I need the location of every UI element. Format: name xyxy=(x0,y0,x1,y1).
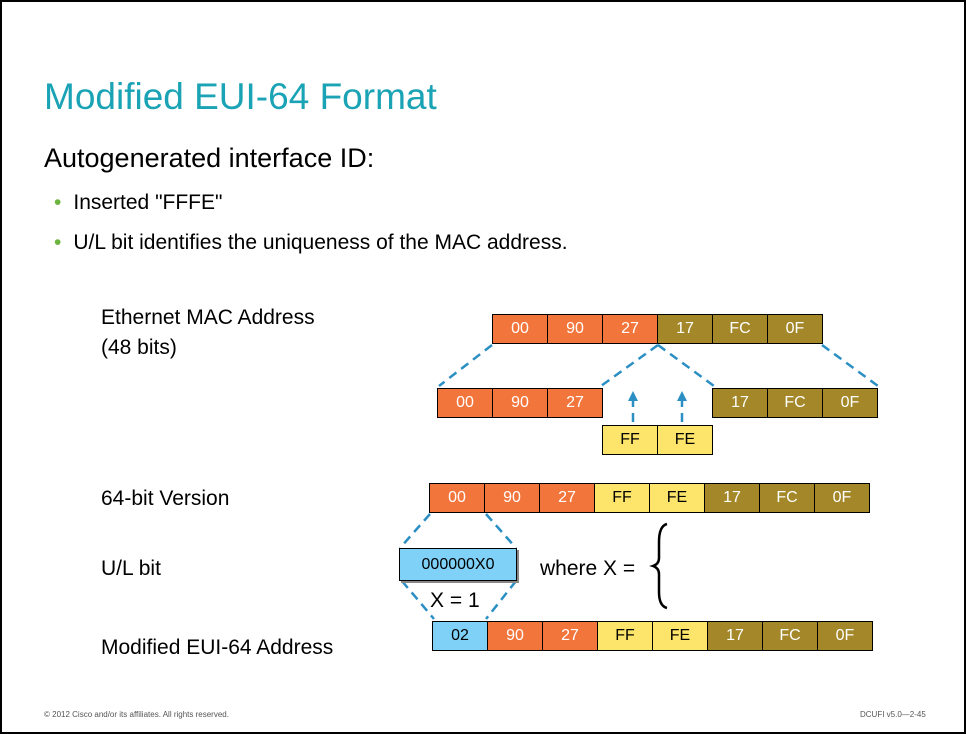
where-x-label: where X = xyxy=(540,557,636,580)
modified-byte-cell: 90 xyxy=(487,621,543,651)
version64-byte-cell: 27 xyxy=(539,483,595,513)
split-oui-byte-cell: 00 xyxy=(437,388,493,418)
mac-byte-cell: FC xyxy=(712,314,768,344)
mac-byte-cell: 0F xyxy=(767,314,823,344)
ul-bit-binary-box: 000000X0 xyxy=(399,548,517,581)
version64-byte-cell: FE xyxy=(649,483,705,513)
bullet-dot-icon: • xyxy=(54,191,62,214)
bullet-item: • U/L bit identifies the uniqueness of th… xyxy=(54,231,568,255)
modified-byte-cell: FC xyxy=(762,621,818,651)
x-value-label: X = 1 xyxy=(430,589,480,612)
split-nic-byte-cell: FC xyxy=(767,388,823,418)
split-oui-byte-cell: 90 xyxy=(492,388,548,418)
zoom-bottom-left-dashed-line xyxy=(401,580,435,620)
zoom-top-right-dashed-line xyxy=(485,513,517,549)
modified-byte-cell: 17 xyxy=(707,621,763,651)
zoom-top-left-dashed-line xyxy=(399,513,431,549)
mac-byte-cell: 90 xyxy=(547,314,603,344)
slide-title: Modified EUI-64 Format xyxy=(44,76,437,117)
zoom-bottom-right-dashed-line xyxy=(485,580,517,620)
course-code-footer: DCUFI v5.0—2-45 xyxy=(860,710,926,719)
version64-byte-cell: 00 xyxy=(429,483,485,513)
mac-byte-cell: 27 xyxy=(602,314,658,344)
version64-byte-cell: 17 xyxy=(704,483,760,513)
version64-byte-cell: FC xyxy=(759,483,815,513)
mac-byte-cell: 17 xyxy=(657,314,713,344)
split-nic-byte-cell: 0F xyxy=(822,388,878,418)
mac-mid-left-dashed-line xyxy=(600,343,659,388)
inserted-byte-cell: FF xyxy=(602,425,658,455)
mac-address-label: Ethernet MAC Address xyxy=(101,306,315,329)
bullet-text: U/L bit identifies the uniqueness of the… xyxy=(73,231,568,254)
version64-byte-cell: 90 xyxy=(484,483,540,513)
modified-byte-cell: 02 xyxy=(432,621,488,651)
version64-byte-cell: 0F xyxy=(814,483,870,513)
modified-byte-cell: 27 xyxy=(542,621,598,651)
mac-byte-cell: 00 xyxy=(492,314,548,344)
ff-arrow-head-icon xyxy=(628,391,638,401)
fe-arrow-head-icon xyxy=(677,391,687,401)
split-nic-byte-cell: 17 xyxy=(712,388,768,418)
curly-brace-icon xyxy=(649,522,668,610)
bullet-dot-icon: • xyxy=(54,231,62,254)
inserted-byte-cell: FE xyxy=(657,425,713,455)
split-oui-byte-cell: 27 xyxy=(547,388,603,418)
ul-bit-label: U/L bit xyxy=(101,557,161,580)
version64-byte-cell: FF xyxy=(594,483,650,513)
modified-byte-cell: FF xyxy=(597,621,653,651)
modified-byte-cell: 0F xyxy=(817,621,873,651)
bullet-item: • Inserted "FFFE" xyxy=(54,191,222,215)
version64-label: 64-bit Version xyxy=(101,487,230,510)
mac-mid-right-dashed-line xyxy=(657,343,715,388)
modified-byte-cell: FE xyxy=(652,621,708,651)
slide-subtitle: Autogenerated interface ID: xyxy=(44,143,375,173)
copyright-footer: © 2012 Cisco and/or its affiliates. All … xyxy=(44,710,229,719)
mac-bits-label: (48 bits) xyxy=(101,336,177,359)
mac-right-dashed-line xyxy=(821,343,879,388)
bullet-text: Inserted "FFFE" xyxy=(73,191,223,214)
modified-eui64-label: Modified EUI-64 Address xyxy=(101,636,334,659)
mac-left-dashed-line xyxy=(438,344,493,387)
